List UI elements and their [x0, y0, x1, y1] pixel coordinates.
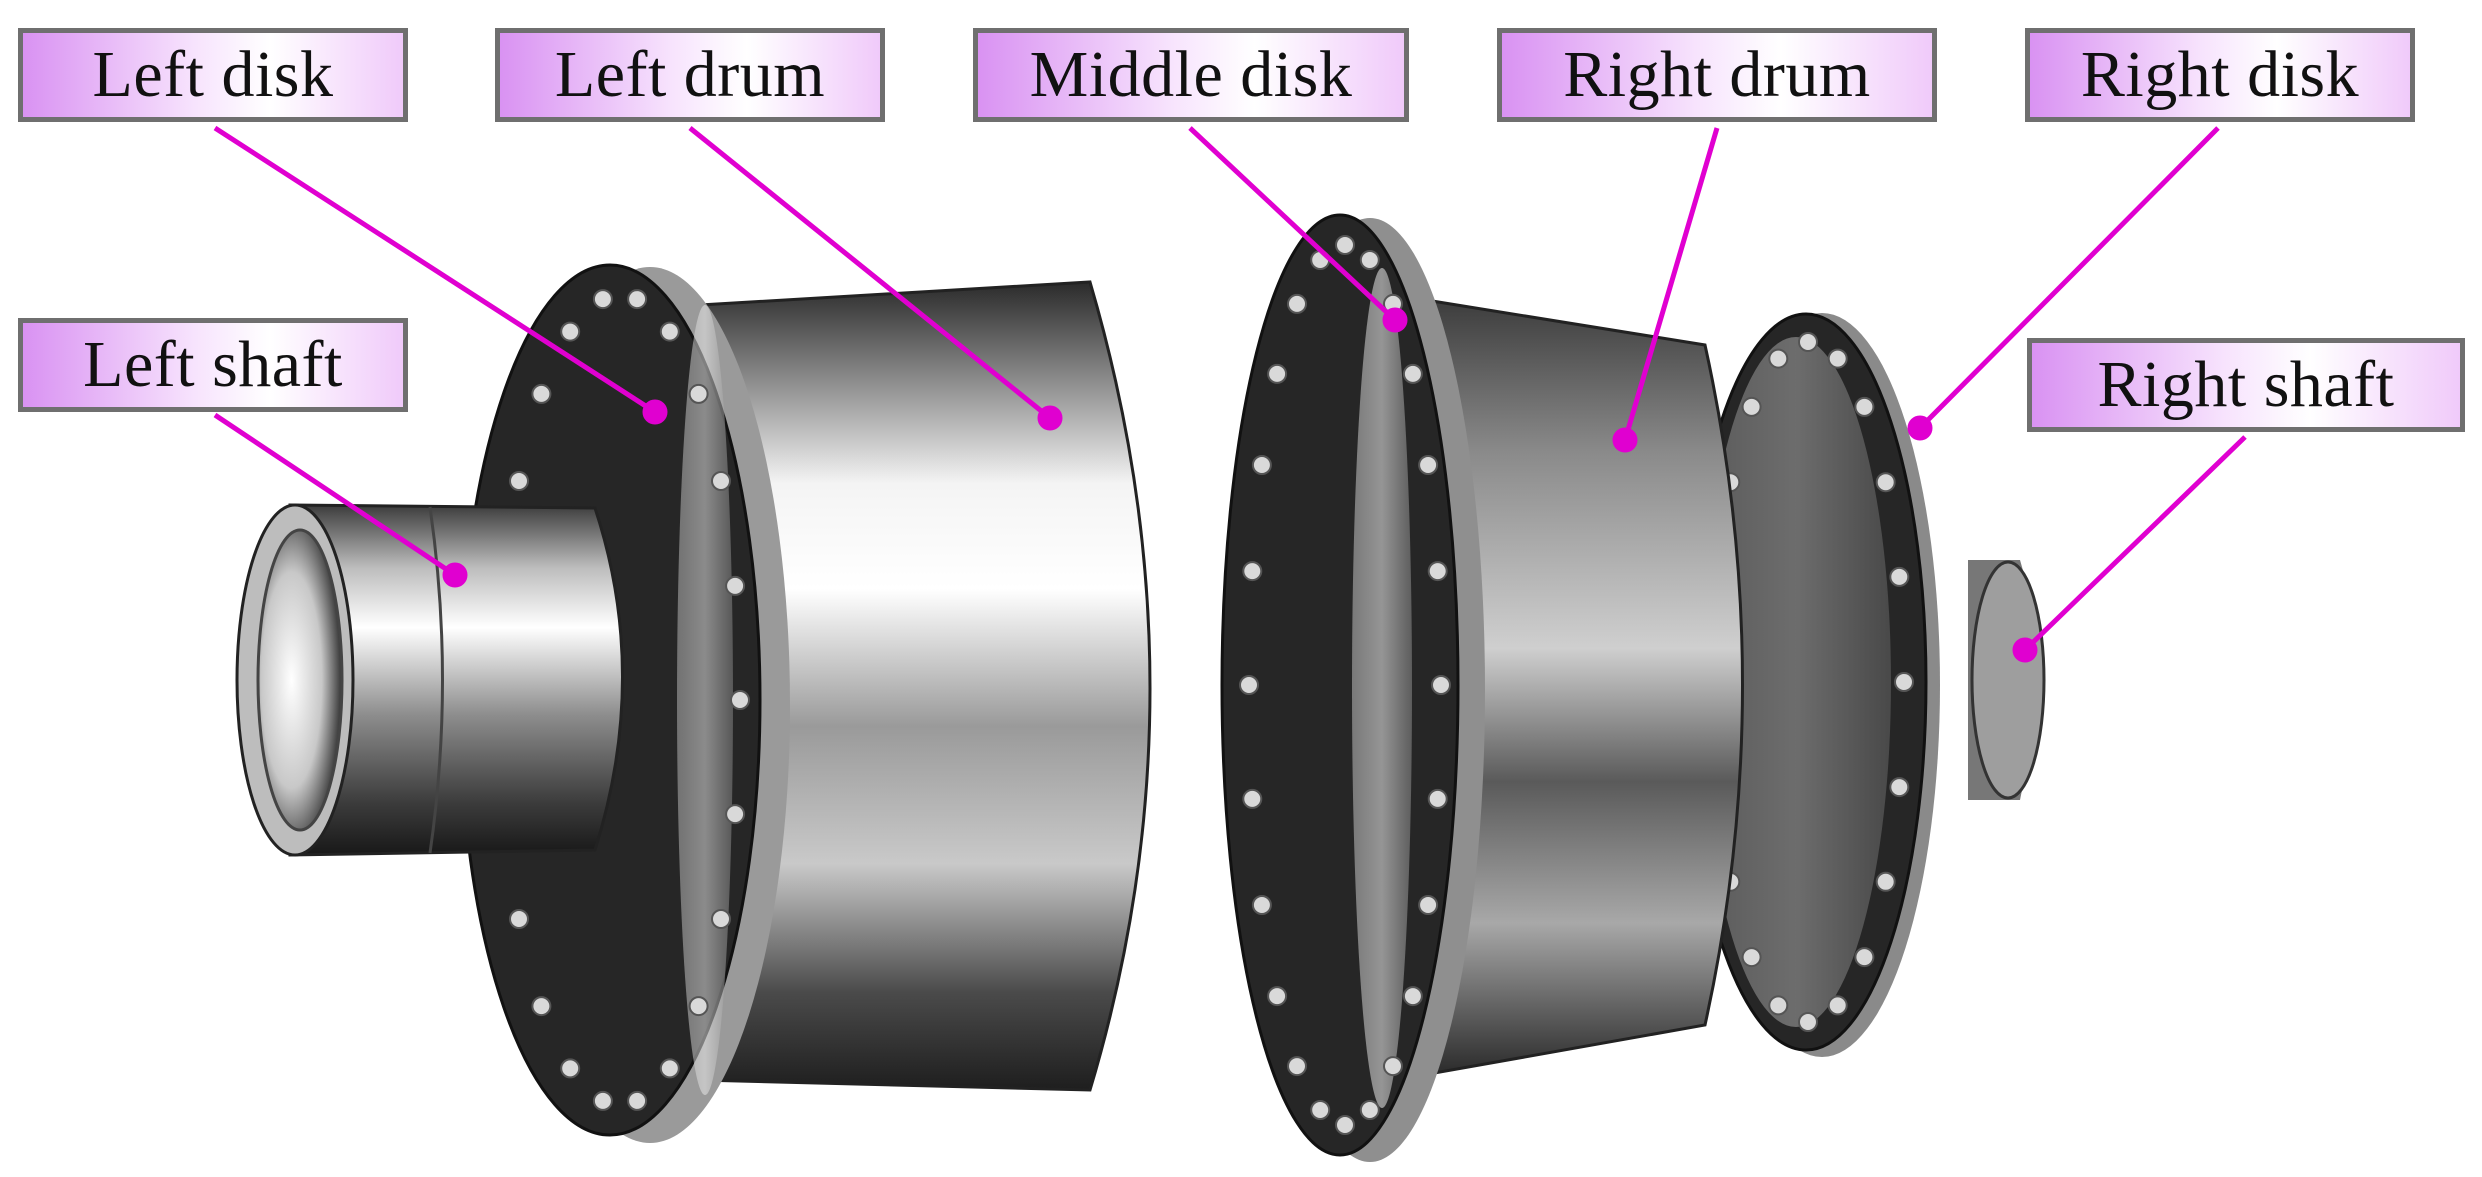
bolt: [1359, 250, 1380, 270]
bolt: [1287, 293, 1307, 314]
bolt: [1427, 561, 1448, 582]
leader-left-drum-dot: [1037, 405, 1063, 431]
bolt: [1894, 672, 1914, 692]
middle-disk: [1220, 213, 1485, 1162]
leader-right-shaft-dot: [2012, 637, 2038, 663]
bolt: [1418, 895, 1439, 915]
bolt: [531, 996, 552, 1017]
label-left-disk: Left disk: [18, 28, 408, 122]
bolt: [1359, 1100, 1380, 1120]
bolt: [1741, 947, 1762, 968]
leader-left-drum: [688, 126, 1052, 420]
bolt: [592, 1090, 613, 1111]
leader-right-drum: [1622, 127, 1720, 441]
bolt: [627, 289, 648, 310]
left-shaft: [235, 503, 624, 857]
bolt: [659, 1058, 680, 1079]
bolt: [1251, 455, 1272, 475]
leader-right-disk: [1918, 126, 2220, 430]
bolt: [659, 321, 680, 342]
bolt: [1267, 986, 1288, 1007]
bolt: [1310, 1100, 1331, 1120]
bolt: [711, 471, 731, 491]
bolt: [1798, 332, 1818, 352]
bolt: [1402, 986, 1423, 1007]
label-right-drum: Right drum: [1497, 28, 1937, 122]
bolt: [1741, 396, 1762, 417]
label-right-shaft: Right shaft: [2027, 338, 2465, 432]
label-left-drum: Left drum: [495, 28, 885, 122]
bolt: [1427, 788, 1448, 809]
left-disk: [458, 263, 790, 1143]
bolt: [509, 471, 529, 491]
label-left-shaft: Left shaft: [18, 318, 408, 412]
bolt: [1827, 995, 1848, 1016]
bolt: [1383, 1056, 1403, 1077]
leader-right-disk-dot: [1907, 415, 1933, 441]
bolt: [1827, 348, 1848, 369]
bolt: [1402, 363, 1423, 384]
leader-middle-disk: [1188, 126, 1397, 322]
bolt: [725, 804, 746, 825]
right-shaft: [1968, 560, 2046, 800]
bolt: [1889, 777, 1910, 798]
leader-lines: [213, 125, 2247, 663]
bolt: [688, 383, 709, 404]
bolt: [1242, 788, 1263, 809]
right-drum: [1393, 293, 1744, 1082]
bolt: [1242, 561, 1263, 582]
bolt: [711, 909, 731, 929]
leader-right-shaft: [2023, 435, 2247, 652]
bolt: [1798, 1012, 1818, 1032]
bolt: [509, 909, 529, 929]
leader-middle-disk-dot: [1382, 307, 1408, 333]
bolt: [1267, 363, 1288, 384]
bolt: [1239, 675, 1259, 695]
bolt: [1875, 871, 1896, 892]
bolt: [1854, 396, 1875, 417]
right-disk: [1684, 312, 1940, 1057]
bolt: [1287, 1056, 1307, 1077]
leader-left-shaft: [213, 412, 457, 578]
bolt: [1418, 455, 1439, 475]
bolt: [725, 575, 746, 596]
left-disk-bolts: [490, 289, 750, 1111]
bolt: [1854, 947, 1875, 968]
bolt: [730, 690, 750, 710]
bolt: [627, 1090, 648, 1111]
middle-disk-bolts: [1239, 235, 1451, 1135]
leader-left-shaft-dot: [442, 562, 468, 588]
label-right-disk: Right disk: [2025, 28, 2415, 122]
bolt: [1889, 566, 1910, 587]
bolt: [531, 383, 552, 404]
bolt: [1251, 895, 1272, 915]
left-drum: [698, 280, 1152, 1092]
bolt: [1875, 472, 1896, 493]
bolt: [1335, 1115, 1355, 1135]
bolt: [560, 321, 581, 342]
bolt: [1431, 675, 1451, 695]
leader-right-drum-dot: [1612, 427, 1638, 453]
leader-left-disk: [213, 125, 657, 415]
bolt: [592, 289, 613, 310]
bolt: [1768, 995, 1789, 1016]
leader-left-disk-dot: [642, 399, 668, 425]
label-middle-disk: Middle disk: [973, 28, 1409, 122]
bolt: [1768, 348, 1789, 369]
bolt: [560, 1058, 581, 1079]
bolt: [1335, 235, 1355, 255]
bolt: [688, 996, 709, 1017]
